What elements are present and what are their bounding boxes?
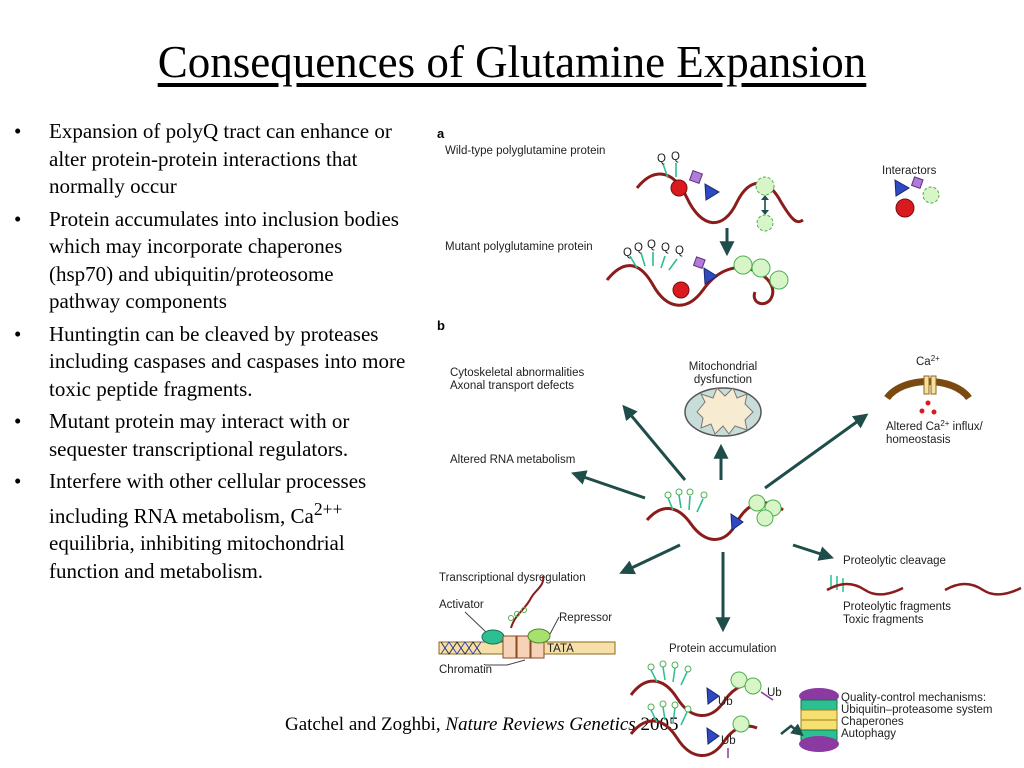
chromatin-icon — [438, 575, 616, 666]
slide-title: Consequences of Glutamine Expansion — [157, 37, 867, 87]
ca-altered-sup: 2+ — [940, 419, 949, 428]
proteolytic-cleavage-label: Proteolytic cleavage — [843, 555, 946, 567]
ca-altered-pre: Altered Ca — [886, 421, 941, 433]
transcriptional-label: Transcriptional dysregulation — [439, 572, 586, 584]
ca-altered-line1: Altered Ca2+ influx/ — [886, 419, 984, 433]
bullet-marker: • — [14, 409, 22, 433]
panel-b-label: b — [437, 318, 445, 333]
activator-label: Activator — [439, 599, 484, 611]
ca-text: Ca — [916, 356, 931, 368]
citation-authors: Gatchel and Zoghbi, — [285, 714, 446, 735]
bullet-text: Huntingtin can be cleaved by proteases i… — [49, 321, 406, 401]
ca-sup: 2+ — [931, 354, 940, 363]
ub-label: Ub — [721, 735, 736, 747]
mitochondrion-icon — [684, 387, 762, 437]
bullet-marker: • — [14, 206, 22, 231]
bullet-item: • Huntingtin can be cleaved by proteases … — [14, 321, 409, 404]
q-label: Q — [623, 247, 632, 259]
ub-label: Ub — [718, 696, 733, 708]
panel-a-label: a — [437, 126, 445, 141]
qc-label-line3: Chaperones — [841, 716, 904, 728]
q-label: Q — [634, 242, 643, 254]
aggregate-proteins — [629, 660, 774, 758]
mito-label-line2: dysfunction — [694, 374, 752, 386]
effect-arrows — [571, 404, 869, 633]
bullet-item: • Expansion of polyQ tract can enhance or… — [14, 118, 409, 201]
chromatin-label: Chromatin — [439, 664, 492, 676]
ca-altered-line2: homeostasis — [886, 434, 951, 446]
mutant-label: Mutant polyglutamine protein — [445, 241, 593, 253]
wild-type-protein: Q Q — [635, 151, 804, 232]
ca-label: Ca2+ — [916, 354, 940, 368]
bullet-item: • Interfere with other cellular processes… — [14, 468, 409, 585]
ca-altered-post: influx/ — [949, 421, 983, 433]
bullet-text: Mutant protein may interact with or sequ… — [49, 409, 350, 461]
central-mutant-protein — [645, 488, 784, 541]
cytoskeletal-label: Cytoskeletal abnormalities — [450, 367, 584, 379]
rna-label: Altered RNA metabolism — [450, 454, 575, 466]
tata-label: TATA — [547, 643, 574, 655]
bullet-text: Expansion of polyQ tract can enhance or … — [49, 119, 392, 198]
ub-label: Ub — [767, 687, 782, 699]
q-label: Q — [675, 245, 684, 257]
citation-journal: Nature Reviews Genetics — [445, 714, 636, 735]
q-label: Q — [661, 242, 670, 254]
qc-label-line1: Quality-control mechanisms: — [841, 692, 986, 704]
accumulation-label: Protein accumulation — [669, 643, 776, 655]
bullet-marker: • — [14, 469, 22, 493]
interactors-label: Interactors — [882, 165, 937, 177]
bullet-list: • Expansion of polyQ tract can enhance or… — [14, 118, 409, 590]
bullet-marker: • — [14, 321, 22, 346]
polyq-figure: a Wild-type polyglutamine protein Q Q In… — [437, 126, 1022, 758]
fragments-icon — [826, 575, 1022, 596]
q-label: Q — [657, 153, 666, 165]
mutant-protein: Q Q Q Q Q — [605, 239, 789, 307]
bullet-item: • Protein accumulates into inclusion bodi… — [14, 206, 409, 316]
bullet-text: Protein accumulates into inclusion bodie… — [49, 206, 399, 314]
bullet-text: Interfere with other cellular processes … — [49, 469, 367, 583]
calcium-channel-icon — [884, 375, 972, 415]
wild-type-label: Wild-type polyglutamine protein — [445, 145, 605, 157]
bullet-marker: • — [14, 119, 22, 143]
fragments-label-line1: Proteolytic fragments — [843, 601, 951, 613]
interactors-group — [894, 176, 940, 218]
q-label: Q — [671, 151, 680, 163]
proteasome-icon — [780, 688, 839, 752]
q-label: Q — [647, 239, 656, 251]
qc-label-line2: Ubiquitin–proteasome system — [841, 704, 993, 716]
bullet-item: • Mutant protein may interact with or seq… — [14, 408, 409, 463]
qc-label-line4: Autophagy — [841, 728, 896, 740]
fragments-label-line2: Toxic fragments — [843, 614, 924, 626]
mito-label-line1: Mitochondrial — [689, 361, 757, 373]
citation: Gatchel and Zoghbi, Nature Reviews Genet… — [285, 712, 678, 738]
repressor-label: Repressor — [559, 612, 612, 624]
axonal-label: Axonal transport defects — [450, 380, 574, 392]
